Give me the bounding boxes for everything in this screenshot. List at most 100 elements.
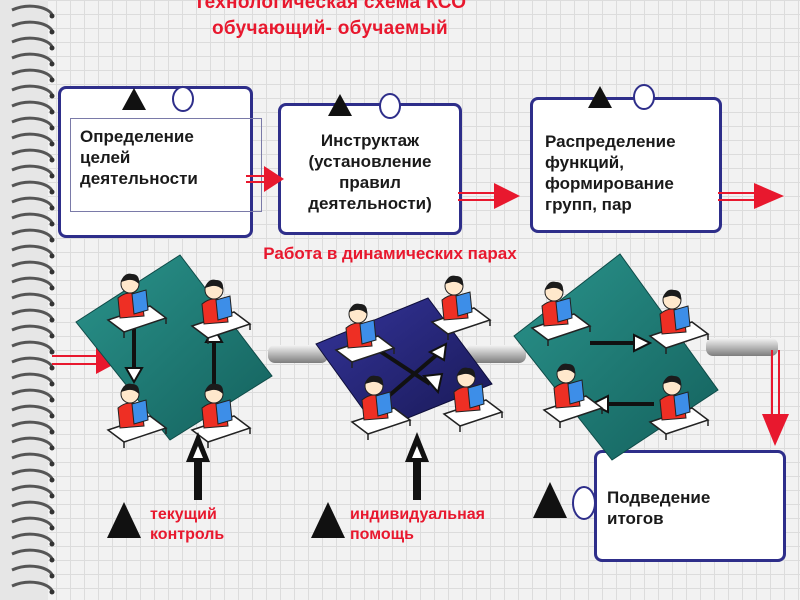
- binding-ring: [11, 468, 54, 480]
- arrow-icon: [762, 350, 789, 446]
- binding-hole: [49, 477, 55, 483]
- step-label-instruction: Инструктаж (установление правил деятельн…: [308, 131, 432, 213]
- binding-ring: [11, 420, 54, 432]
- binding-ring: [11, 4, 54, 16]
- binding-hole: [49, 205, 55, 211]
- step-box-goals: [58, 86, 253, 238]
- connector-pipe: [268, 345, 328, 363]
- binding-hole: [49, 269, 55, 275]
- spiral-binding: [0, 0, 55, 600]
- binding-hole: [49, 253, 55, 259]
- binding-ring: [11, 372, 54, 384]
- binding-hole: [49, 525, 55, 531]
- triangle-icon: [533, 482, 567, 518]
- arrow-icon: [427, 342, 448, 362]
- binding-ring: [11, 356, 54, 368]
- binding-hole: [49, 13, 55, 19]
- binding-ring: [11, 276, 54, 288]
- step-box-goals-inner-frame: [70, 118, 262, 212]
- pair-panel-teal: [75, 254, 273, 441]
- binding-hole: [49, 333, 55, 339]
- arrow-icon: [405, 432, 429, 500]
- binding-hole: [49, 125, 55, 131]
- arrow-icon: [633, 333, 653, 353]
- binding-ring: [11, 516, 54, 528]
- binding-ring: [11, 564, 54, 576]
- binding-hole: [49, 93, 55, 99]
- binding-ring: [11, 164, 54, 176]
- triangle-icon: [588, 86, 612, 108]
- circle-icon: [633, 84, 655, 110]
- binding-hole: [49, 285, 55, 291]
- binding-hole: [49, 61, 55, 67]
- binding-ring: [11, 260, 54, 272]
- binding-hole: [49, 157, 55, 163]
- binding-ring: [11, 116, 54, 128]
- binding-hole: [49, 77, 55, 83]
- step-label-distribution: Распределение функций, формирование груп…: [545, 132, 676, 214]
- binding-hole: [49, 141, 55, 147]
- binding-hole: [49, 221, 55, 227]
- binding-hole: [49, 173, 55, 179]
- binding-ring: [11, 340, 54, 352]
- circle-icon: [572, 486, 596, 520]
- binding-ring: [11, 532, 54, 544]
- binding-hole: [49, 557, 55, 563]
- binding-ring: [11, 452, 54, 464]
- binding-hole: [49, 589, 55, 595]
- arrow-icon: [186, 432, 210, 500]
- binding-hole: [49, 109, 55, 115]
- result-label: Подведение итогов: [607, 488, 711, 528]
- step-box-distribution: [530, 97, 722, 233]
- binding-ring: [11, 148, 54, 160]
- binding-hole: [49, 397, 55, 403]
- legend-current-control: текущий контроль: [150, 506, 225, 543]
- binding-ring: [11, 548, 54, 560]
- triangle-icon: [328, 94, 352, 116]
- binding-hole: [49, 349, 55, 355]
- binding-ring: [11, 500, 54, 512]
- circle-icon: [379, 93, 401, 119]
- binding-ring: [11, 436, 54, 448]
- binding-hole: [49, 573, 55, 579]
- binding-ring: [11, 484, 54, 496]
- binding-hole: [49, 301, 55, 307]
- arrow-icon: [718, 183, 784, 209]
- binding-hole: [49, 29, 55, 35]
- triangle-icon: [122, 88, 146, 110]
- binding-ring: [11, 180, 54, 192]
- arrow-icon: [124, 367, 144, 385]
- binding-ring: [11, 132, 54, 144]
- binding-ring: [11, 244, 54, 256]
- binding-ring: [11, 36, 54, 48]
- binding-ring: [11, 52, 54, 64]
- circle-icon: [172, 86, 194, 112]
- pair-panel-teal-2: [513, 253, 719, 461]
- triangle-icon: [107, 502, 141, 538]
- binding-hole: [49, 429, 55, 435]
- binding-hole: [49, 541, 55, 547]
- binding-hole: [49, 381, 55, 387]
- binding-ring: [11, 324, 54, 336]
- binding-ring: [11, 196, 54, 208]
- step-box-instruction: [278, 103, 462, 235]
- arrow-icon: [458, 183, 520, 209]
- diagram-title-line2: обучающий- обучаемый: [211, 18, 448, 39]
- connector-pipe: [706, 338, 778, 356]
- binding-ring: [11, 68, 54, 80]
- connector-pipe: [466, 345, 526, 363]
- binding-ring: [11, 228, 54, 240]
- binding-ring: [11, 580, 54, 592]
- binding-hole: [49, 493, 55, 499]
- binding-hole: [49, 189, 55, 195]
- binding-hole: [49, 365, 55, 371]
- binding-hole: [49, 317, 55, 323]
- binding-ring: [11, 404, 54, 416]
- diagram-title-line1: Технологическая схема КСО: [193, 0, 467, 13]
- binding-hole: [49, 413, 55, 419]
- arrow-icon: [246, 166, 284, 192]
- arrow-icon: [421, 372, 444, 395]
- binding-hole: [49, 509, 55, 515]
